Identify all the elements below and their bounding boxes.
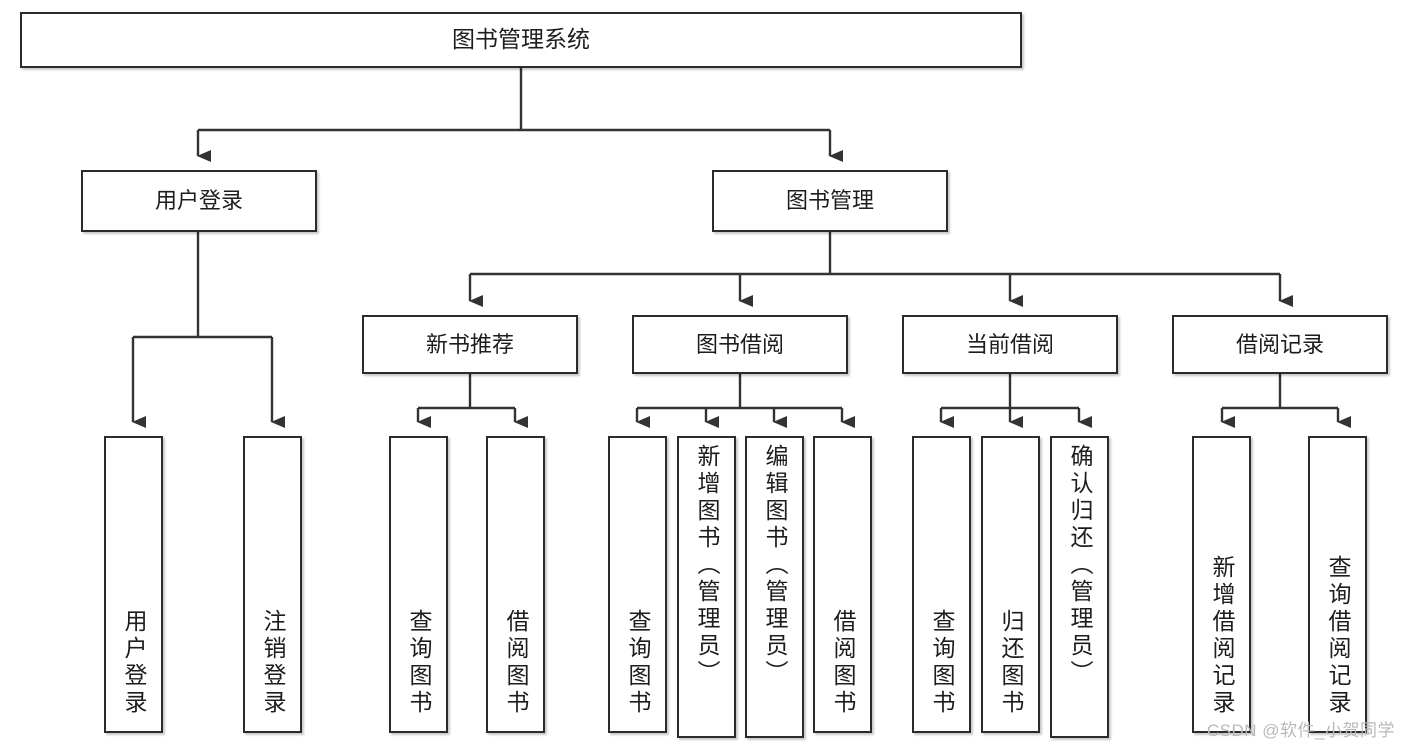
- node-label: 用户登录: [154, 188, 243, 214]
- node-leaf-query-book-2[interactable]: 查询图书: [608, 436, 667, 733]
- node-leaf-borrow-book-2[interactable]: 借阅图书: [813, 436, 872, 733]
- node-label: 查询图书: [406, 609, 432, 717]
- node-label: 归还图书: [998, 609, 1024, 717]
- node-label: 确认归还（管理员）: [1067, 444, 1093, 687]
- node-borrow-record[interactable]: 借阅记录: [1172, 315, 1388, 374]
- node-label: 新增图书（管理员）: [694, 444, 720, 687]
- node-label: 查询图书: [929, 609, 955, 717]
- node-label: 用户登录: [121, 609, 147, 717]
- node-leaf-add-book[interactable]: 新增图书（管理员）: [677, 436, 736, 738]
- node-label: 新增借阅记录: [1209, 555, 1235, 717]
- node-leaf-return-book[interactable]: 归还图书: [981, 436, 1040, 733]
- node-user-login[interactable]: 用户登录: [81, 170, 317, 232]
- node-label: 借阅图书: [503, 609, 529, 717]
- node-label: 借阅图书: [830, 609, 856, 717]
- node-leaf-edit-book[interactable]: 编辑图书（管理员）: [745, 436, 804, 738]
- node-leaf-borrow-book-1[interactable]: 借阅图书: [486, 436, 545, 733]
- node-leaf-confirm-return[interactable]: 确认归还（管理员）: [1050, 436, 1109, 738]
- node-current-borrow[interactable]: 当前借阅: [902, 315, 1118, 374]
- node-leaf-query-book-1[interactable]: 查询图书: [389, 436, 448, 733]
- node-leaf-query-record[interactable]: 查询借阅记录: [1308, 436, 1367, 733]
- node-label: 编辑图书（管理员）: [762, 444, 788, 687]
- node-label: 新书推荐: [425, 331, 514, 357]
- node-book-borrow[interactable]: 图书借阅: [632, 315, 848, 374]
- node-label: 图书管理系统: [452, 26, 590, 53]
- node-label: 查询图书: [625, 609, 651, 717]
- node-leaf-logout-login[interactable]: 注销登录: [243, 436, 302, 733]
- node-new-book-recommend[interactable]: 新书推荐: [362, 315, 578, 374]
- node-leaf-add-record[interactable]: 新增借阅记录: [1192, 436, 1251, 733]
- node-label: 图书管理: [785, 188, 874, 214]
- node-label: 查询借阅记录: [1325, 555, 1351, 717]
- node-label: 当前借阅: [965, 331, 1054, 357]
- node-leaf-query-book-3[interactable]: 查询图书: [912, 436, 971, 733]
- node-label: 注销登录: [260, 609, 286, 717]
- node-label: 借阅记录: [1235, 331, 1324, 357]
- node-leaf-user-login[interactable]: 用户登录: [104, 436, 163, 733]
- node-label: 图书借阅: [695, 331, 784, 357]
- csdn-watermark: CSDN @软件_小贺同学: [1206, 721, 1395, 740]
- node-book-manage[interactable]: 图书管理: [712, 170, 948, 232]
- node-root-system[interactable]: 图书管理系统: [20, 12, 1022, 68]
